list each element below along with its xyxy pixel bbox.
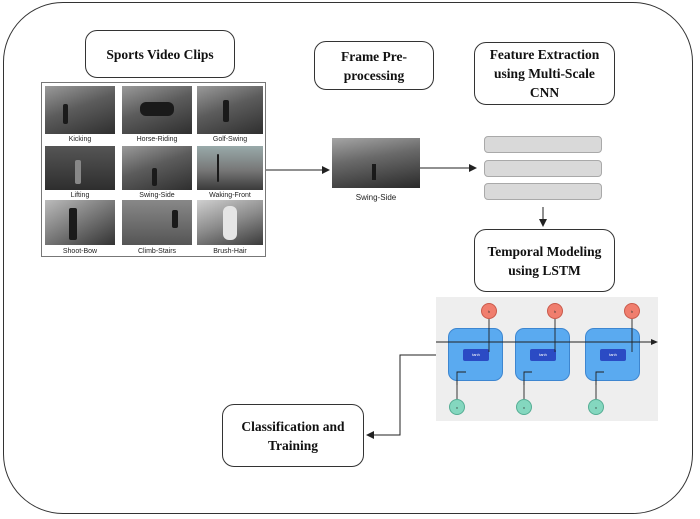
lstm-connections	[436, 319, 658, 399]
clip-thumbnail	[197, 86, 263, 134]
input-node: x	[449, 399, 465, 415]
clip-label: Shoot-Bow	[62, 248, 98, 255]
output-node: h	[481, 303, 497, 319]
clip-label: Lifting	[70, 192, 90, 199]
feature-extraction-box: Feature Extraction using Multi-Scale CNN	[474, 42, 615, 105]
sports-clip-grid: Kicking Horse-Riding Golf-Swing Lifting …	[41, 82, 266, 257]
clip-thumbnail	[45, 146, 115, 190]
clip-thumbnail	[122, 200, 192, 245]
frame-preprocessing-box: Frame Pre- processing	[314, 41, 434, 90]
classification-training-box: Classification and Training	[222, 404, 364, 467]
clip-thumbnail	[122, 146, 192, 190]
clip-thumbnail	[197, 146, 263, 190]
cnn-layer	[484, 183, 602, 200]
lstm-gate: tanh	[530, 349, 556, 361]
outer-frame	[3, 2, 693, 514]
lstm-cell: tanh	[585, 328, 640, 381]
cnn-layer	[484, 160, 602, 177]
temporal-modeling-box: Temporal Modeling using LSTM	[474, 229, 615, 292]
output-node: h	[547, 303, 563, 319]
input-node: x	[516, 399, 532, 415]
clip-thumbnail	[197, 200, 263, 245]
lstm-gate: tanh	[600, 349, 626, 361]
clip-thumbnail	[122, 86, 192, 134]
clip-label: Climb-Stairs	[137, 248, 177, 255]
clip-label: Brush-Hair	[213, 248, 247, 255]
frame-label: Swing-Side	[355, 193, 397, 202]
preprocessed-frame-thumbnail	[332, 138, 420, 188]
sports-video-clips-box: Sports Video Clips	[85, 30, 235, 78]
lstm-diagram: h h h tanh tanh tanh x x x	[436, 297, 658, 421]
clip-label: Kicking	[68, 136, 92, 143]
output-node: h	[624, 303, 640, 319]
clip-label: Golf-Swing	[212, 136, 248, 143]
input-node: x	[588, 399, 604, 415]
clip-label: Swing-Side	[139, 192, 175, 199]
clip-label: Horse-Riding	[136, 136, 178, 143]
lstm-gate: tanh	[463, 349, 489, 361]
cnn-layer	[484, 136, 602, 153]
clip-thumbnail	[45, 200, 115, 245]
clip-thumbnail	[45, 86, 115, 134]
clip-label: Waking-Front	[209, 192, 251, 199]
